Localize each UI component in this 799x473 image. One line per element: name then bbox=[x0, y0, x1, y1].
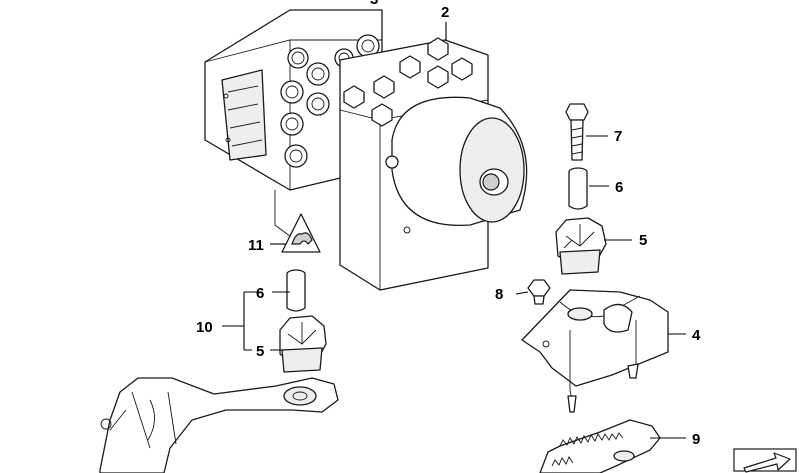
callout-6-right: 6 bbox=[615, 179, 623, 196]
bolt bbox=[565, 103, 589, 161]
callout-5-right: 5 bbox=[639, 232, 647, 249]
callout-9: 9 bbox=[692, 431, 700, 448]
callout-5-left: 5 bbox=[256, 343, 264, 360]
sleeve bbox=[568, 167, 588, 210]
hex-bolt bbox=[527, 279, 551, 305]
callout-4: 4 bbox=[692, 327, 701, 344]
callout-2: 2 bbox=[441, 4, 449, 21]
next-page-button[interactable] bbox=[733, 448, 797, 473]
rubber-mount-left bbox=[279, 315, 327, 373]
hydraulic-unit bbox=[339, 37, 528, 291]
next-arrow-icon bbox=[743, 452, 791, 473]
callout-7: 7 bbox=[614, 128, 622, 145]
bracket bbox=[521, 289, 669, 413]
hex-plugs bbox=[343, 37, 473, 127]
warning-triangle-icon bbox=[281, 213, 321, 253]
abs-control-unit bbox=[204, 9, 383, 241]
callout-10: 10 bbox=[196, 319, 213, 336]
sleeve-left bbox=[286, 269, 306, 312]
leader-lines bbox=[222, 22, 686, 439]
callout-11: 11 bbox=[248, 237, 264, 254]
callout-3: 3 bbox=[370, 0, 378, 8]
rubber-mount bbox=[555, 217, 607, 275]
callout-8: 8 bbox=[495, 286, 503, 303]
bracket-left bbox=[99, 377, 339, 473]
callout-6-left: 6 bbox=[256, 285, 264, 302]
damping-pad bbox=[539, 419, 661, 473]
